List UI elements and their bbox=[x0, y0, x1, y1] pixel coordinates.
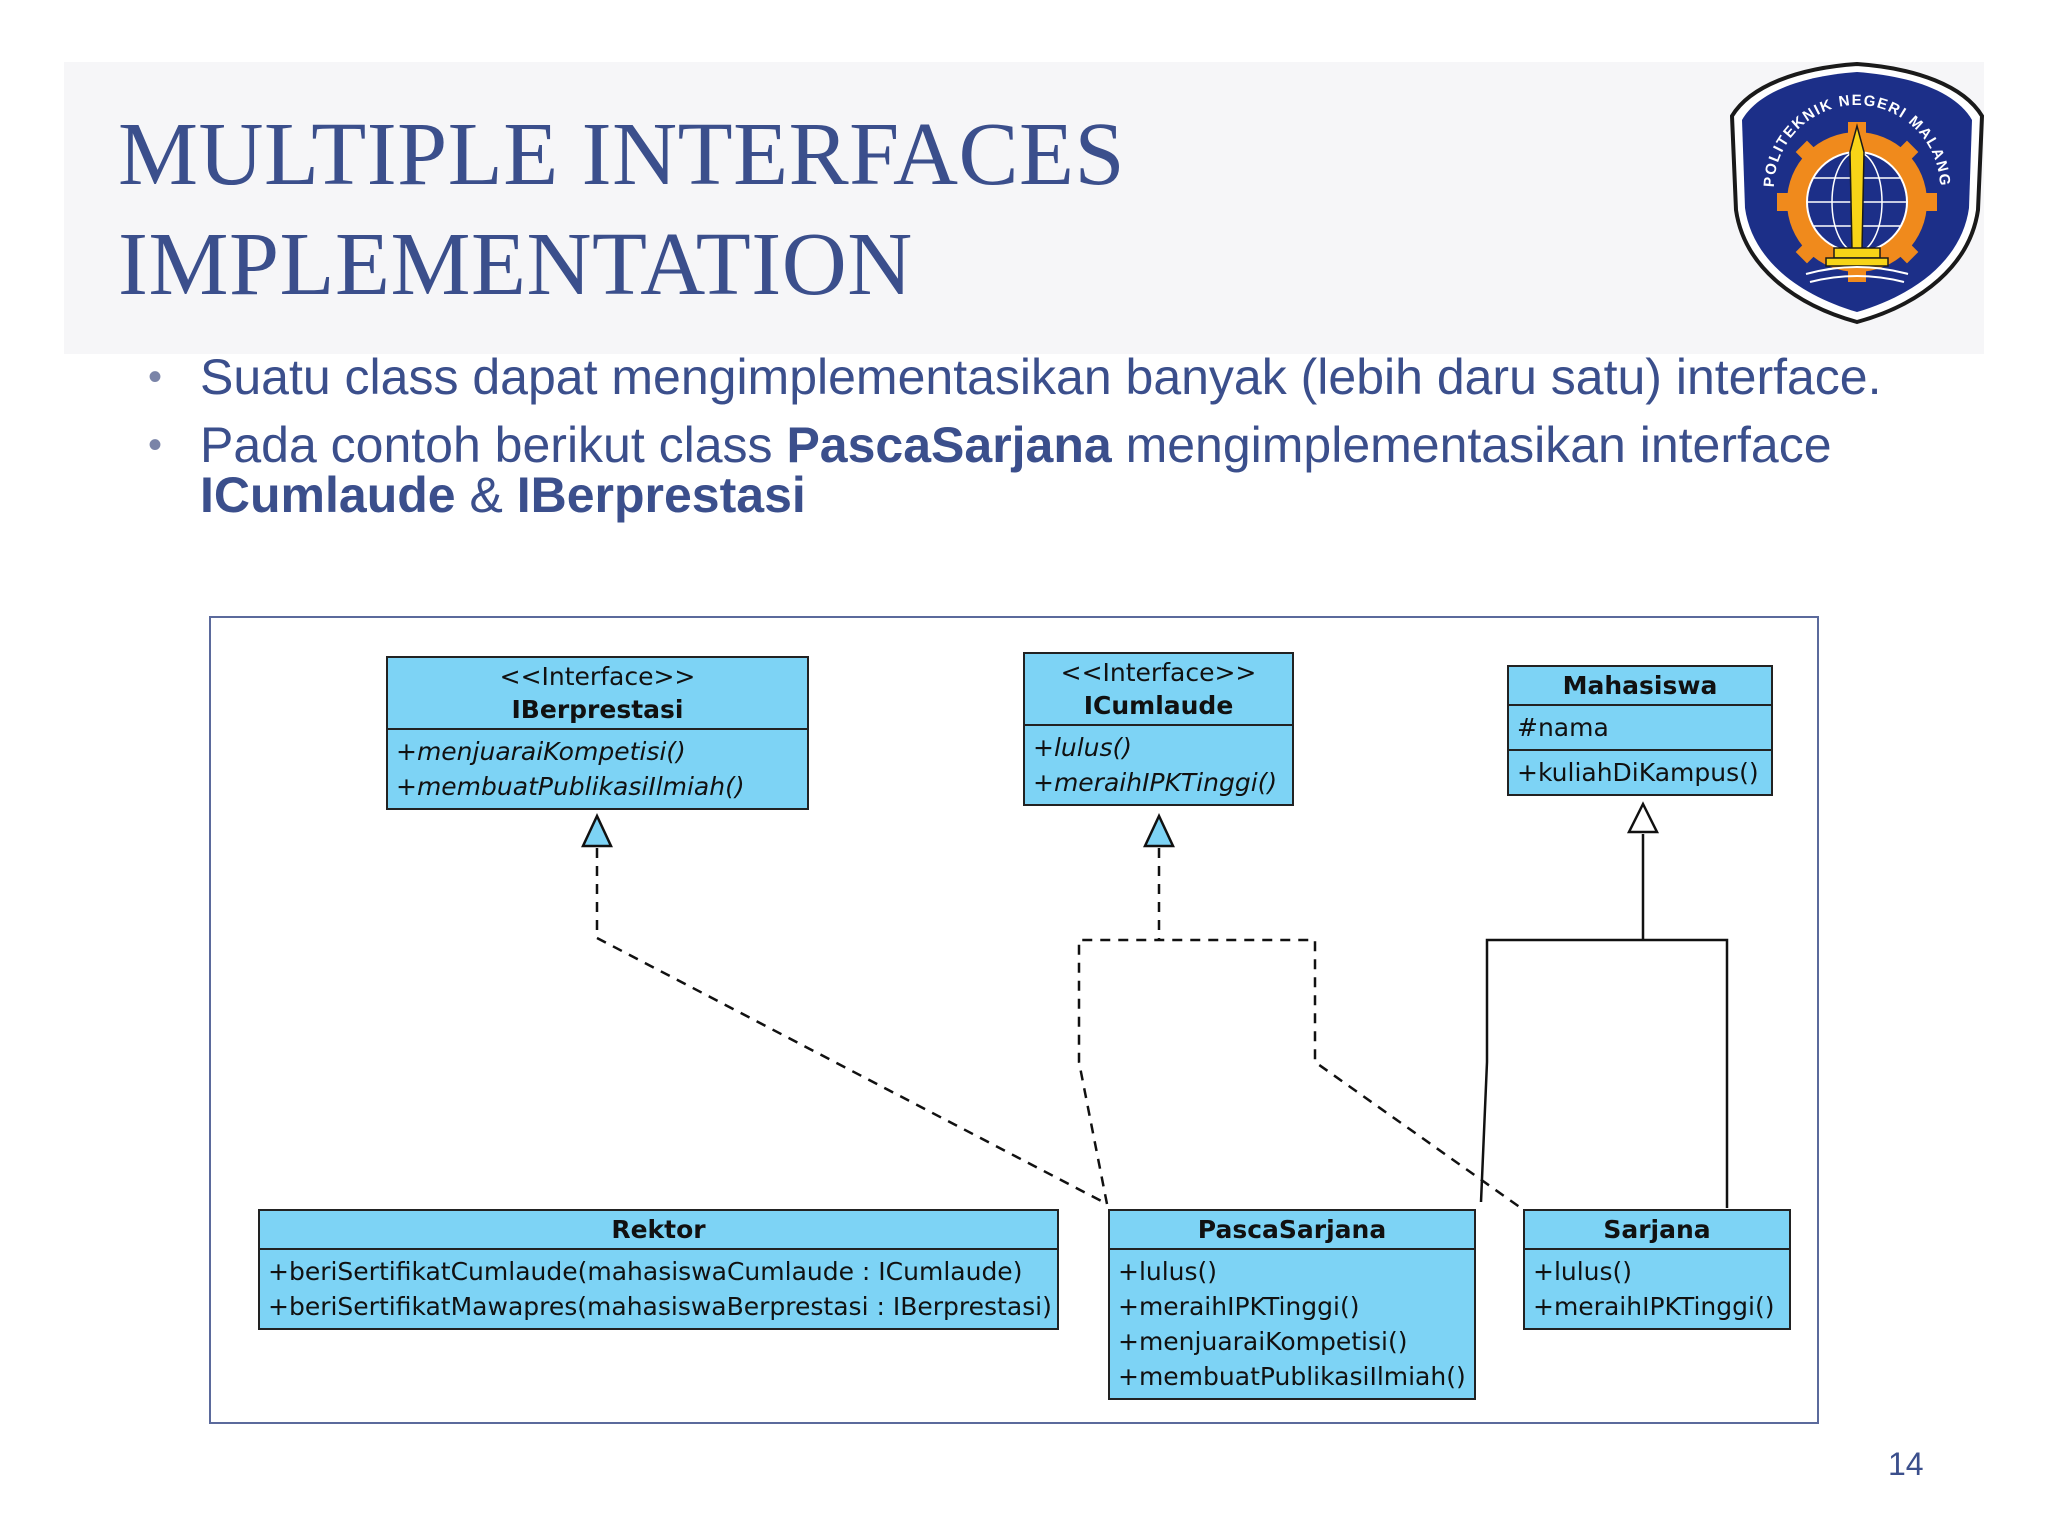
bullet-text: Pada contoh berikut class bbox=[200, 417, 787, 473]
uml-attribute: #nama bbox=[1517, 713, 1609, 742]
bullet-bold-interface: ICumlaude bbox=[200, 467, 456, 523]
uml-method: +meraihIPKTinggi() bbox=[1118, 1292, 1360, 1321]
uml-class-name: IBerprestasi bbox=[511, 695, 684, 724]
generalization-arrowhead-mahasiswa bbox=[1626, 801, 1660, 834]
slide-title-line-2: IMPLEMENTATION bbox=[118, 215, 913, 314]
uml-method: +menjuaraiKompetisi() bbox=[396, 737, 686, 766]
bullet-item: • Suatu class dapat mengimplementasikan … bbox=[148, 352, 1908, 402]
slide-title-line-1: MULTIPLE INTERFACES bbox=[118, 105, 1126, 204]
realization-line-pascasarjana-iberprestasi bbox=[595, 848, 1108, 1206]
bullet-bold-interface: IBerprestasi bbox=[516, 467, 806, 523]
uml-method: +beriSertifikatMawapres(mahasiswaBerpres… bbox=[268, 1292, 1052, 1321]
bullet-item: •Pada contoh berikut class PascaSarjana … bbox=[148, 420, 1908, 520]
uml-class-icumlaude: <<Interface>> ICumlaude +lulus() +meraih… bbox=[1023, 652, 1294, 806]
uml-stereotype: <<Interface>> bbox=[499, 662, 696, 691]
uml-method: +kuliahDiKampus() bbox=[1517, 758, 1759, 787]
uml-connectors bbox=[581, 801, 1729, 1210]
uml-class-rektor: Rektor +beriSertifikatCumlaude(mahasiswa… bbox=[258, 1209, 1059, 1330]
uml-method: +membuatPublikasiIlmiah() bbox=[1118, 1362, 1466, 1391]
uml-class-name: ICumlaude bbox=[1083, 691, 1234, 720]
uml-class-name: PascaSarjana bbox=[1197, 1215, 1387, 1244]
uml-method: +meraihIPKTinggi() bbox=[1533, 1292, 1775, 1321]
bullet-list: • Suatu class dapat mengimplementasikan … bbox=[148, 352, 1908, 538]
page-number: 14 bbox=[1888, 1446, 1924, 1482]
uml-method: +lulus() bbox=[1533, 1257, 1633, 1286]
uml-class-name: Mahasiswa bbox=[1562, 671, 1718, 700]
realization-arrowhead-icumlaude bbox=[1143, 813, 1175, 848]
slide-title: MULTIPLE INTERFACES IMPLEMENTATION bbox=[118, 100, 1125, 320]
uml-method: +beriSertifikatCumlaude(mahasiswaCumlaud… bbox=[268, 1257, 1023, 1286]
uml-class-name: Sarjana bbox=[1603, 1215, 1711, 1244]
uml-class-mahasiswa: Mahasiswa #nama +kuliahDiKampus() bbox=[1507, 665, 1773, 796]
uml-method: +lulus() bbox=[1118, 1257, 1218, 1286]
logo-monument bbox=[1825, 123, 1889, 267]
uml-class-pascasarjana: PascaSarjana +lulus() +meraihIPKTinggi()… bbox=[1108, 1209, 1476, 1400]
bullet-text: Suatu class dapat mengimplementasikan ba… bbox=[200, 349, 1882, 405]
generalization-line bbox=[1479, 834, 1729, 1208]
uml-method: +menjuaraiKompetisi() bbox=[1118, 1327, 1408, 1356]
uml-method: +membuatPublikasiIlmiah() bbox=[396, 772, 745, 801]
uml-class-name: Rektor bbox=[611, 1215, 706, 1244]
bullet-dot-icon: • bbox=[148, 423, 163, 467]
bullet-bold-class: PascaSarjana bbox=[786, 417, 1112, 473]
bullet-text: mengimplementasikan interface bbox=[1111, 417, 1832, 473]
uml-method: +meraihIPKTinggi() bbox=[1033, 768, 1278, 797]
uml-class-sarjana: Sarjana +lulus() +meraihIPKTinggi() bbox=[1523, 1209, 1791, 1330]
uml-method: +lulus() bbox=[1033, 733, 1133, 762]
uml-diagram: <<Interface>> IBerprestasi +menjuaraiKom… bbox=[209, 616, 1819, 1424]
realization-arrowhead-iberprestasi bbox=[581, 813, 613, 848]
realization-line-pascasarjana-icumlaude bbox=[1077, 938, 1522, 1210]
title-band bbox=[64, 62, 1984, 354]
polinema-logo: POLITEKNIK NEGERI MALANG bbox=[1729, 61, 1985, 325]
bullet-dot-icon: • bbox=[148, 355, 163, 399]
bullet-text: & bbox=[455, 467, 517, 523]
uml-class-iberprestasi: <<Interface>> IBerprestasi +menjuaraiKom… bbox=[386, 656, 809, 810]
uml-stereotype: <<Interface>> bbox=[1060, 658, 1257, 687]
